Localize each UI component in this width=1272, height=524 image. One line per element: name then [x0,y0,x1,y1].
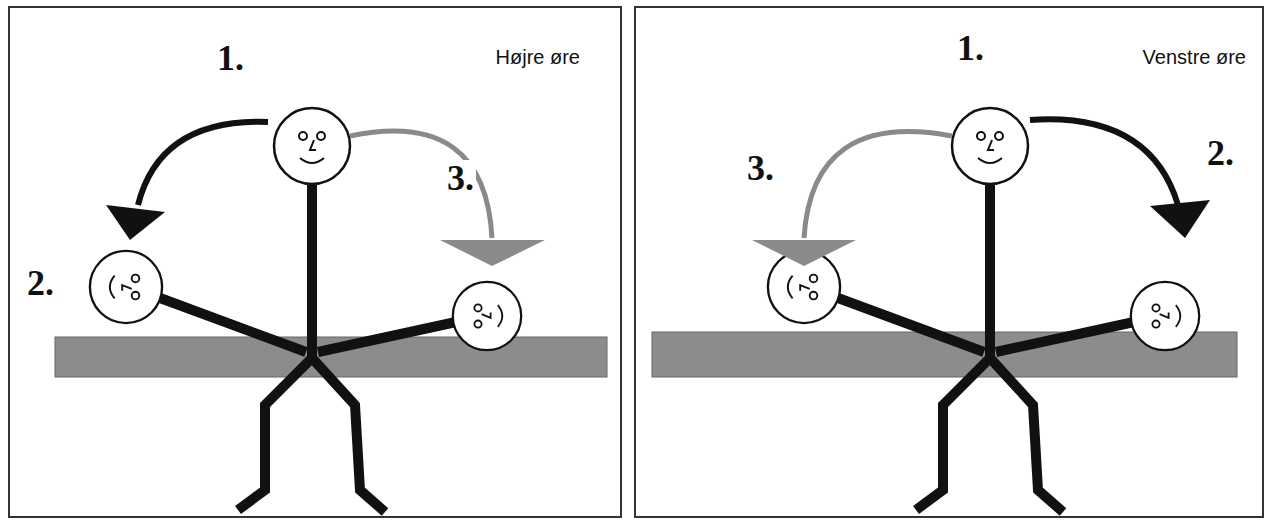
panel-box: Højre øre [8,6,622,518]
step-number: 3. [745,150,776,186]
step-number: 2. [1205,135,1236,171]
step-number: 2. [25,265,56,301]
step-number: 1. [215,40,246,76]
panel-title: Venstre øre [1143,46,1246,69]
panel-box: Venstre øre [634,6,1264,518]
step-number: 1. [955,30,986,66]
step-number: 3. [445,160,476,196]
panel-title: Højre øre [496,46,580,69]
